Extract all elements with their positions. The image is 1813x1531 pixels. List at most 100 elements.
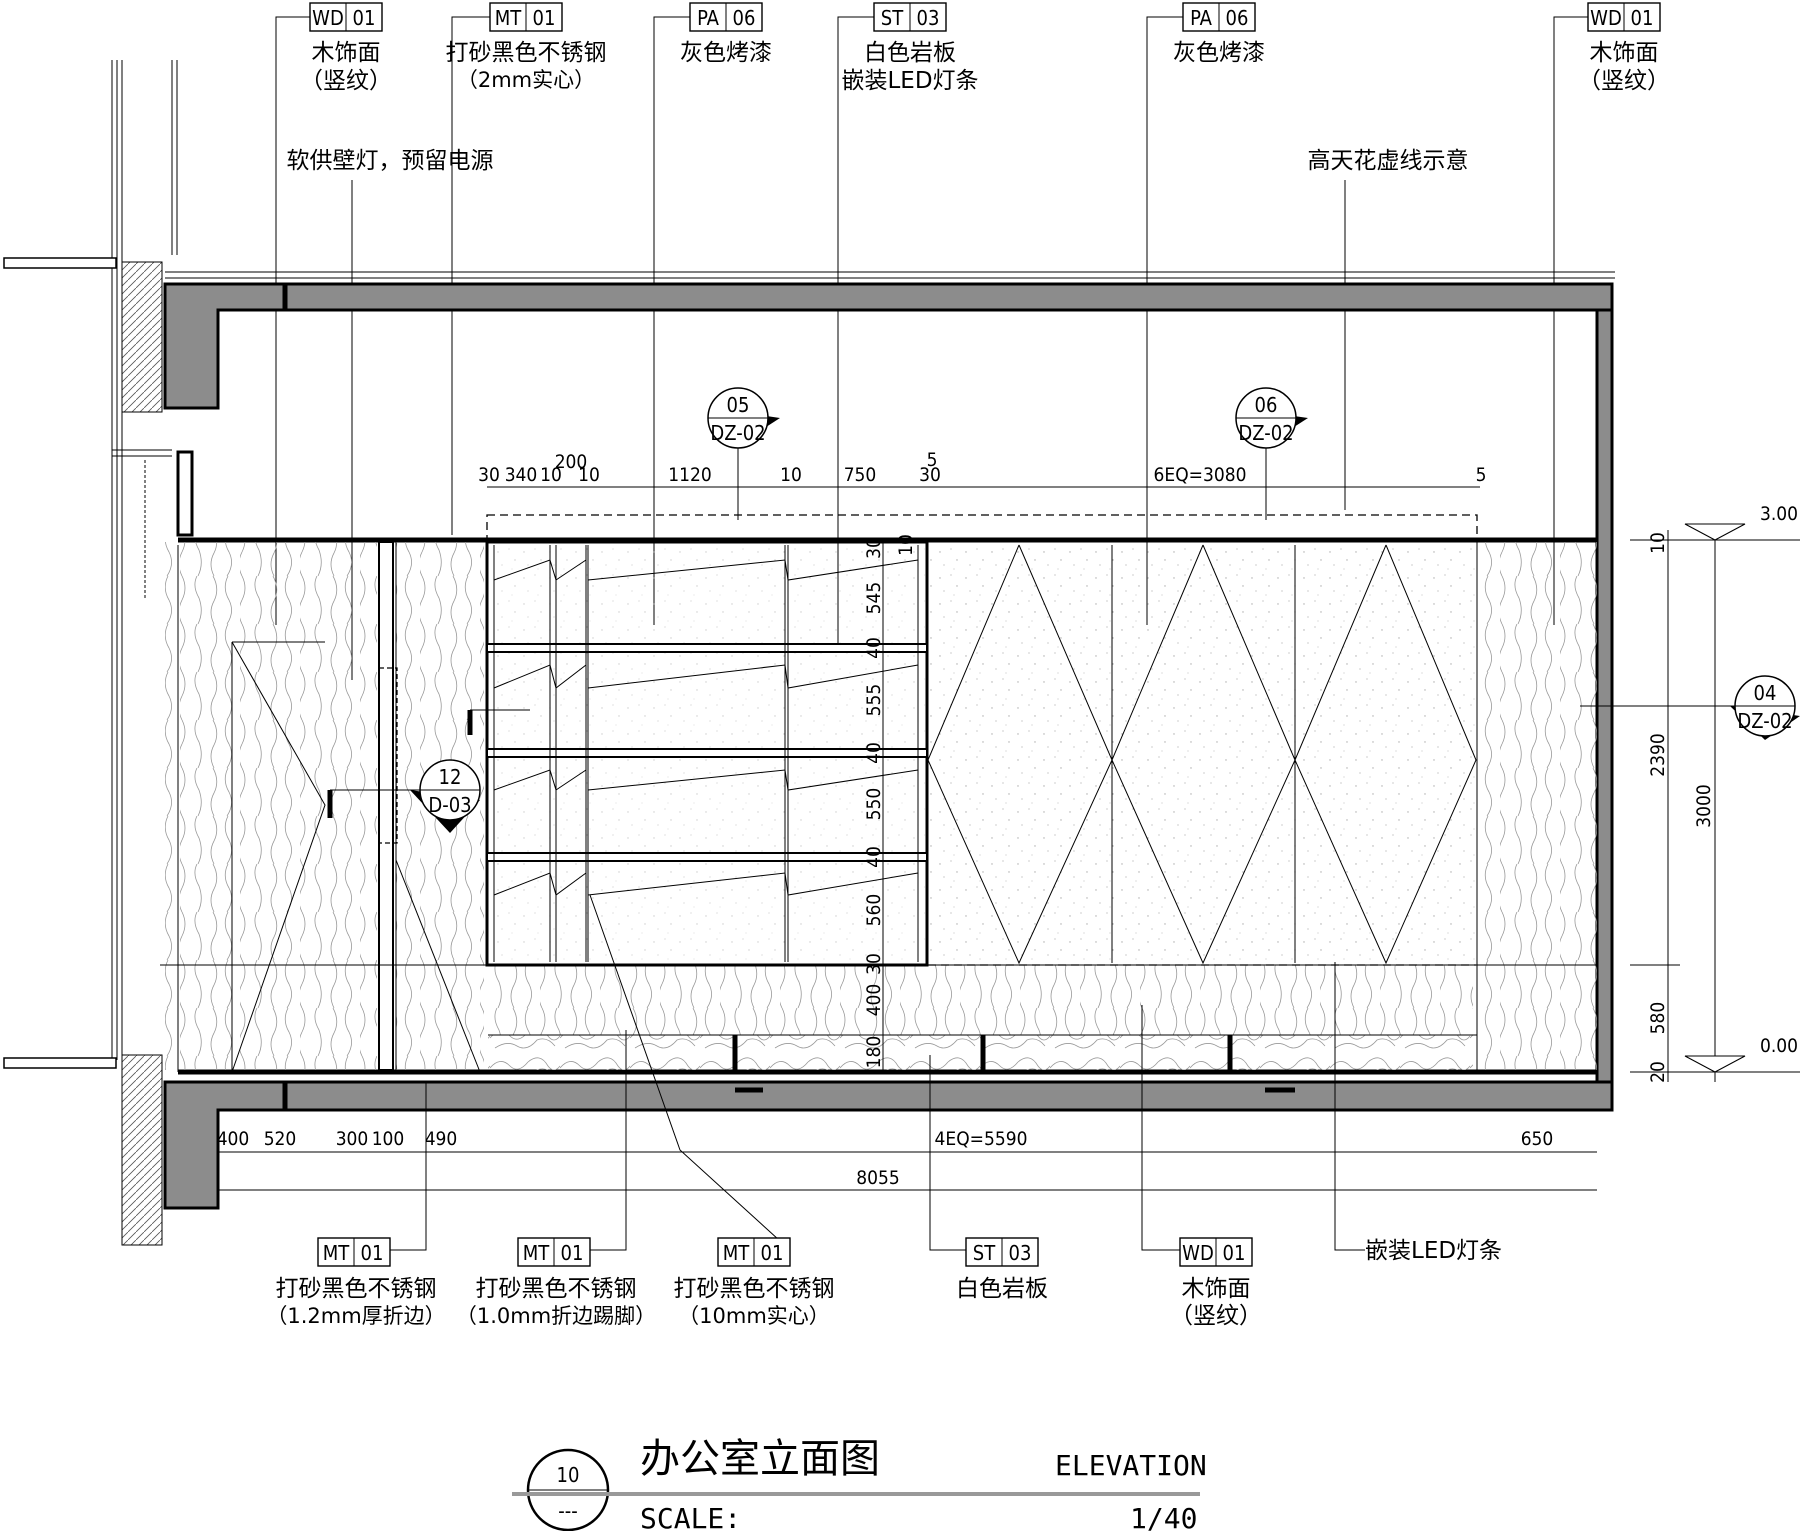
dim: 40 (863, 637, 885, 659)
dim: 5 (927, 449, 938, 471)
mark-num: 12 (439, 765, 462, 789)
bottom-material-tags: MT 01 打砂黑色不锈钢 （1.2mm厚折边） MT 01 打砂黑色不锈钢 （… (266, 894, 1502, 1329)
tag-label: 白色岩板 (956, 1276, 1048, 1302)
dim: 580 (1647, 1002, 1669, 1035)
dim: 1120 (668, 464, 712, 486)
note-ceiling: 高天花虚线示意 (1308, 148, 1469, 174)
tag-code: MT (523, 1241, 551, 1265)
tag-label-2: （竖纹） (1578, 68, 1670, 94)
dim: 10 (578, 464, 600, 486)
top-tag-st03: ST 03 白色岩板 嵌装LED灯条 (841, 2, 979, 94)
bottom-tag-mt01-b: MT 01 打砂黑色不锈钢 （1.0mm折边踢脚） (456, 1237, 656, 1328)
top-tag-pa06-right: PA 06 灰色烤漆 (1173, 2, 1265, 66)
tag-code: MT (323, 1241, 351, 1265)
top-tag-wd01-left: WD 01 木饰面 （竖纹） (300, 2, 392, 94)
tag-label-2: （2mm实心） (457, 68, 595, 92)
dim: 400 (217, 1128, 250, 1150)
dim: 20 (1647, 1061, 1669, 1083)
high-ceiling-dash (486, 514, 1478, 541)
dim: 3000 (1693, 784, 1715, 828)
stone-panels (927, 544, 1477, 966)
bottom-tag-st03: ST 03 白色岩板 (956, 1237, 1048, 1302)
dim: 100 (372, 1128, 405, 1150)
dim: 30 (863, 953, 885, 975)
dim: 545 (863, 582, 885, 615)
dim: 180 (863, 1036, 885, 1069)
tag-label: 木饰面 (312, 40, 381, 66)
dim: 40 (863, 742, 885, 764)
top-tag-mt01: MT 01 打砂黑色不锈钢 （2mm实心） (446, 2, 607, 92)
tag-label: 打砂黑色不锈钢 (674, 1276, 835, 1302)
dim: 200 (555, 451, 588, 473)
tag-label: 打砂黑色不锈钢 (446, 40, 607, 66)
dim: 10 (780, 464, 802, 486)
tag-num: 06 (733, 6, 756, 30)
mark-ref: DZ-02 (710, 421, 765, 445)
tag-code: PA (1190, 6, 1213, 30)
tag-label: 打砂黑色不锈钢 (476, 1276, 637, 1302)
title-num: 10 (557, 1463, 580, 1487)
note-led-strip: 嵌装LED灯条 (1365, 1238, 1502, 1264)
dim: 30 (919, 464, 941, 486)
bottom-tag-mt01-a: MT 01 打砂黑色不锈钢 （1.2mm厚折边） (266, 1237, 446, 1328)
tag-label-2: （竖纹） (300, 68, 392, 94)
tag-num: 01 (1631, 6, 1654, 30)
top-tag-pa06-left: PA 06 灰色烤漆 (680, 2, 772, 66)
title-sub: --- (558, 1499, 577, 1523)
base-drawers (488, 1034, 1477, 1093)
dim: 300 (336, 1128, 369, 1150)
tag-num: 01 (1223, 1241, 1246, 1265)
tag-code: WD (1590, 6, 1622, 30)
dim: 650 (1521, 1128, 1554, 1150)
mark-num: 06 (1255, 393, 1278, 417)
mark-ref: DZ-02 (1238, 421, 1293, 445)
top-leaders (275, 16, 1588, 680)
section-mark-12: 12 D-03 (410, 759, 481, 833)
mark-ref: D-03 (428, 793, 471, 817)
tag-label-2: （1.0mm折边踢脚） (456, 1304, 656, 1328)
tag-code: WD (1182, 1241, 1214, 1265)
tag-num: 01 (353, 6, 376, 30)
mark-num: 05 (727, 393, 750, 417)
tag-num: 01 (361, 1241, 384, 1265)
dim: 10 (540, 464, 562, 486)
dim: 555 (863, 684, 885, 717)
tag-label-2: （1.2mm厚折边） (266, 1304, 445, 1328)
tag-code: MT (723, 1241, 751, 1265)
tag-label: 木饰面 (1182, 1276, 1251, 1302)
bottom-tag-mt01-c: MT 01 打砂黑色不锈钢 （10mm实心） (674, 1237, 835, 1328)
dim: 30 (478, 464, 500, 486)
scale-value: 1/40 (1130, 1502, 1197, 1531)
level-top: 3.00 (1760, 503, 1798, 525)
tag-label: 白色岩板 (864, 40, 956, 66)
dim: 5 (1476, 464, 1487, 486)
mark-ref: DZ-02 (1737, 709, 1792, 733)
dim: 340 (505, 464, 538, 486)
dim: 520 (264, 1128, 297, 1150)
dim: 550 (863, 788, 885, 821)
dim-total: 8055 (856, 1167, 900, 1189)
title-elevation: ELEVATION (1055, 1449, 1207, 1482)
scale-label: SCALE: (640, 1502, 741, 1531)
tag-label-2: （10mm实心） (678, 1304, 830, 1328)
section-mark-06: 06 DZ-02 (1235, 387, 1308, 520)
top-material-tags: WD 01 木饰面 （竖纹） MT 01 打砂黑色不锈钢 （2mm实心） PA … (300, 2, 1670, 94)
shelving-unit (327, 540, 929, 967)
tag-num: 03 (1009, 1241, 1032, 1265)
shelf-dimensions: 30 10 545 40 555 40 550 40 560 30 400 18… (863, 534, 917, 1072)
window-section (3, 60, 178, 1246)
dim: 750 (844, 464, 877, 486)
tag-num: 01 (561, 1241, 584, 1265)
tag-label: 打砂黑色不锈钢 (276, 1276, 437, 1302)
tag-code: PA (697, 6, 720, 30)
section-mark-04: 04 DZ-02 (1580, 675, 1800, 740)
dim: 2390 (1647, 733, 1669, 777)
tag-code: ST (881, 6, 904, 30)
dim: 400 (863, 984, 885, 1017)
dim: 10 (1647, 532, 1669, 554)
bottom-tag-wd01: WD 01 木饰面 （竖纹） (1170, 1237, 1262, 1329)
section-mark-05: 05 DZ-02 (707, 387, 780, 520)
note-wall-lamp: 软供壁灯，预留电源 (287, 148, 494, 174)
tag-num: 01 (761, 1241, 784, 1265)
